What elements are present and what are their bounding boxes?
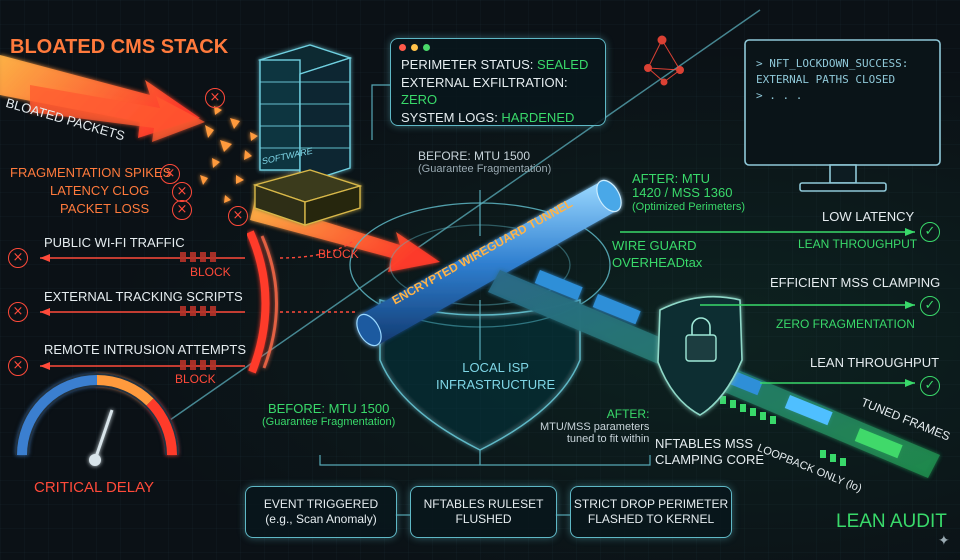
status-line-logs: SYSTEM LOGS: HARDENED xyxy=(401,109,575,125)
server-stack xyxy=(252,44,363,226)
mtu-after-top-line3: (Optimized Perimeters) xyxy=(632,200,746,213)
flow-step-strict-drop: STRICT DROP PERIMETER FLASHED TO KERNEL xyxy=(570,486,732,538)
maximize-dot-icon xyxy=(423,44,430,51)
lean-throughput-label-2: LEAN THROUGHPUT xyxy=(810,355,940,370)
minimize-dot-icon xyxy=(411,44,418,51)
threat-tracking-scripts: EXTERNAL TRACKING SCRIPTS xyxy=(44,289,243,304)
after-bottom-line3: tuned to fit within xyxy=(566,433,650,446)
flow-step-3-line2: FLASHED TO KERNEL xyxy=(587,512,715,526)
nftables-core-line1: NFTABLES MSS xyxy=(655,436,754,451)
latency-error-icon: × xyxy=(172,182,192,202)
connector-lines xyxy=(319,84,651,516)
status-line-perimeter: PERIMETER STATUS: SEALED xyxy=(401,57,589,72)
mtu-before-top: BEFORE: MTU 1500 (Guarantee Fragmentatio… xyxy=(418,149,552,176)
mtu-before-bottom-line1: BEFORE: MTU 1500 xyxy=(267,401,390,416)
packet-shards xyxy=(200,106,258,203)
flow-step-2-line2: FLUSHED xyxy=(455,512,512,526)
wireguard-line2: OVERHEADtax xyxy=(612,254,703,270)
terminal-line-2: EXTERNAL PATHS CLOSED xyxy=(756,72,896,86)
flow-step-ruleset-flushed: NFTABLES RULESET FLUSHED xyxy=(410,486,557,538)
local-isp-line1: LOCAL ISP xyxy=(462,360,529,375)
block-middle: BLOCK xyxy=(318,247,359,261)
packet-loss-error-icon: × xyxy=(172,200,192,220)
nftables-core-label: NFTABLES MSS CLAMPING CORE xyxy=(655,436,764,469)
after-bottom-line1: AFTER: xyxy=(606,407,650,421)
threat-public-wifi: PUBLIC WI-FI TRAFFIC xyxy=(44,235,185,250)
efficient-mss-label: EFFICIENT MSS CLAMPING xyxy=(770,275,941,290)
mtu-after-top-line1: AFTER: MTU xyxy=(632,171,710,186)
network-node-icon xyxy=(644,35,684,86)
wireguard-overhead: WIRE GUARD OVERHEADtax xyxy=(612,238,702,272)
local-isp-line2: INFRASTRUCTURE xyxy=(436,376,556,392)
shield-outline xyxy=(379,298,581,451)
terminal-output: > NFT_LOCKDOWN_SUCCESS: EXTERNAL PATHS C… xyxy=(756,56,908,104)
shard-error-icon-1: × xyxy=(205,88,225,108)
throughput-check-icon: ✓ xyxy=(920,376,940,396)
flow-step-3-line1: STRICT DROP PERIMETER xyxy=(573,497,729,511)
mtu-after-top: AFTER: MTU 1420 / MSS 1360 (Optimized Pe… xyxy=(632,171,746,213)
shard-error-icon-2: × xyxy=(228,206,248,226)
red-barrier xyxy=(246,230,278,374)
flow-step-1-line2: (e.g., Scan Anomaly) xyxy=(265,512,377,526)
close-dot-icon xyxy=(399,44,406,51)
packet-loss-label: PACKET LOSS xyxy=(60,201,150,216)
sparkle-icon: ✦ xyxy=(938,533,950,549)
block-public-wifi: BLOCK xyxy=(190,265,231,279)
after-bottom-line2: MTU/MSS parameters xyxy=(540,421,650,434)
flow-step-event-triggered: EVENT TRIGGERED (e.g., Scan Anomaly) xyxy=(245,486,397,538)
status-panel: PERIMETER STATUS: SEALED EXTERNAL EXFILT… xyxy=(390,38,606,126)
mtu-before-bottom: BEFORE: MTU 1500 (Guarantee Fragmentatio… xyxy=(262,401,396,429)
green-output-lines xyxy=(620,231,915,384)
flow-step-2-line1: NFTABLES RULESET xyxy=(423,497,544,511)
dropped-packet-bars xyxy=(180,252,216,370)
mtu-before-top-line1: BEFORE: MTU 1500 xyxy=(418,149,531,163)
window-controls xyxy=(391,39,438,56)
public-wifi-error-icon: × xyxy=(8,248,28,268)
mss-check-icon: ✓ xyxy=(920,296,940,316)
intrusion-error-icon: × xyxy=(8,356,28,376)
low-latency-label: LOW LATENCY xyxy=(822,209,915,224)
local-isp-label: LOCAL ISP INFRASTRUCTURE xyxy=(436,360,555,394)
padlock-shield xyxy=(657,295,743,416)
mtu-before-top-line2: (Guarantee Fragmentation) xyxy=(418,163,552,176)
status-line-exfiltration: EXTERNAL EXFILTRATION: ZERO xyxy=(401,74,568,108)
wireguard-line1: WIRE GUARD xyxy=(612,238,697,253)
zero-fragmentation-label: ZERO FRAGMENTATION xyxy=(776,317,915,331)
block-remote-intrusion: BLOCK xyxy=(175,372,216,386)
low-latency-check-icon: ✓ xyxy=(920,222,940,242)
fragmentation-spikes-label: FRAGMENTATION SPIKES xyxy=(10,165,172,180)
gauge-icon xyxy=(15,373,179,466)
after-bottom-note: AFTER: MTU/MSS parameters tuned to fit w… xyxy=(540,407,650,446)
critical-delay-label: CRITICAL DELAY xyxy=(34,479,155,496)
page-title: BLOATED CMS STACK xyxy=(10,36,229,58)
flow-step-1-line1: EVENT TRIGGERED xyxy=(263,497,379,511)
nftables-core-line2: CLAMPING CORE xyxy=(655,452,765,468)
lean-throughput-label-1: LEAN THROUGHPUT xyxy=(798,237,918,251)
monitor-icon xyxy=(744,39,941,192)
lean-audit-label: LEAN AUDIT xyxy=(836,511,947,532)
threat-remote-intrusion: REMOTE INTRUSION ATTEMPTS xyxy=(44,342,246,357)
mtu-after-top-line2: 1420 / MSS 1360 xyxy=(632,185,733,201)
latency-clog-label: LATENCY CLOG xyxy=(50,183,150,198)
terminal-line-3: > . . . xyxy=(756,88,803,102)
terminal-line-1: > NFT_LOCKDOWN_SUCCESS: xyxy=(756,57,909,70)
tracking-error-icon: × xyxy=(8,302,28,322)
mtu-before-bottom-line2: (Guarantee Fragmentation) xyxy=(262,416,396,429)
fragmentation-error-icon: × xyxy=(160,164,180,184)
wireguard-tunnel xyxy=(356,179,622,347)
